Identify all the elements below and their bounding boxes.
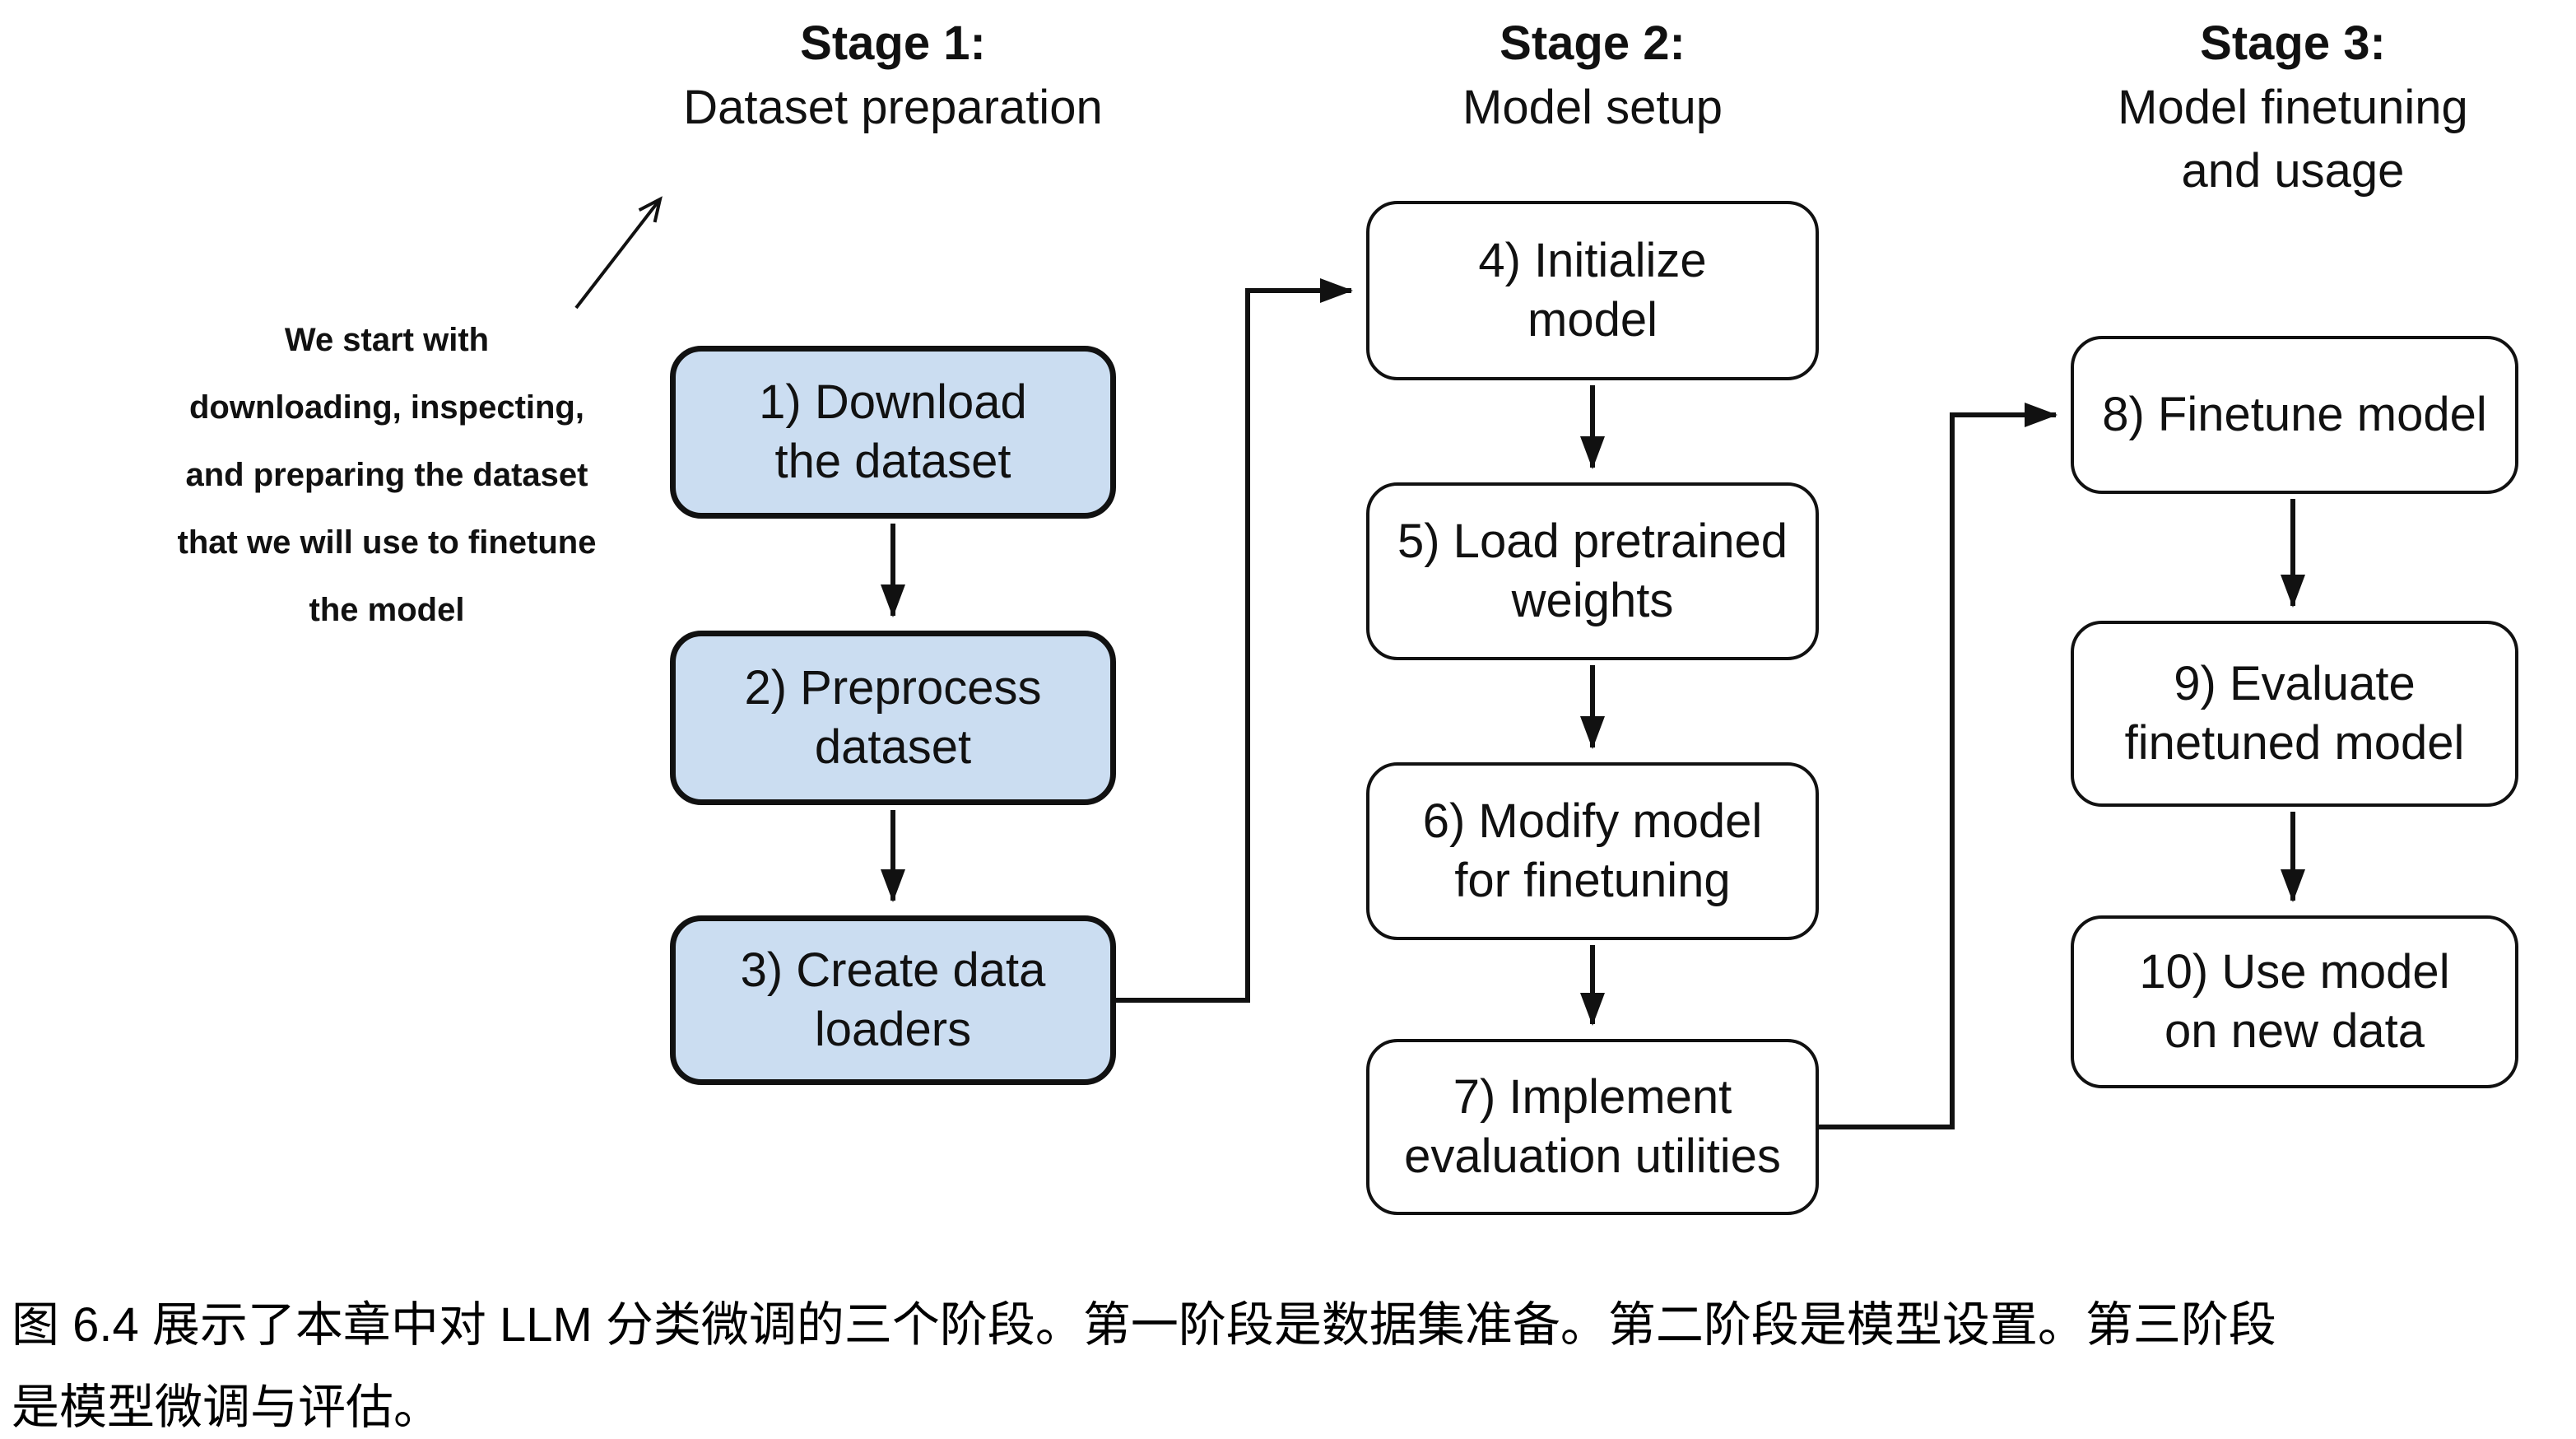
box-download-dataset: 1) Download the dataset [670, 346, 1116, 519]
stage1-title: Stage 1: [800, 16, 986, 70]
connector-box7-box8 [1819, 403, 2058, 1129]
stage3-heading: Stage 3: Model finetuning and usage [2058, 12, 2528, 203]
box-load-pretrained-weights: 5) Load pretrained weights [1366, 482, 1819, 660]
stage3-subtitle: Model finetuning and usage [2118, 80, 2468, 198]
connector-box3-box4 [1116, 278, 1353, 1003]
stage1-subtitle: Dataset preparation [683, 80, 1103, 134]
box-preprocess-dataset: 2) Preprocess dataset [670, 631, 1116, 805]
box-modify-model-for-finetuning: 6) Modify model for finetuning [1366, 762, 1819, 940]
stage2-heading: Stage 2: Model setup [1366, 12, 1819, 139]
figure-caption: 图 6.4 展示了本章中对 LLM 分类微调的三个阶段。第一阶段是数据集准备。第… [12, 1298, 2276, 1434]
stage1-heading: Stage 1: Dataset preparation [667, 12, 1119, 139]
stage3-title: Stage 3: [2200, 16, 2386, 70]
annotation-text: We start with downloading, inspecting, a… [177, 322, 597, 628]
annotation-arrow [574, 196, 663, 310]
box-initialize-model: 4) Initialize model [1366, 201, 1819, 380]
stage2-subtitle: Model setup [1462, 80, 1723, 134]
box-finetune-model: 8) Finetune model [2071, 336, 2518, 494]
box-implement-evaluation-utilities: 7) Implement evaluation utilities [1366, 1039, 1819, 1215]
box-use-model-on-new-data: 10) Use model on new data [2071, 915, 2518, 1088]
box-evaluate-finetuned-model: 9) Evaluate finetuned model [2071, 621, 2518, 807]
stage2-title: Stage 2: [1500, 16, 1686, 70]
box-create-data-loaders: 3) Create data loaders [670, 915, 1116, 1085]
